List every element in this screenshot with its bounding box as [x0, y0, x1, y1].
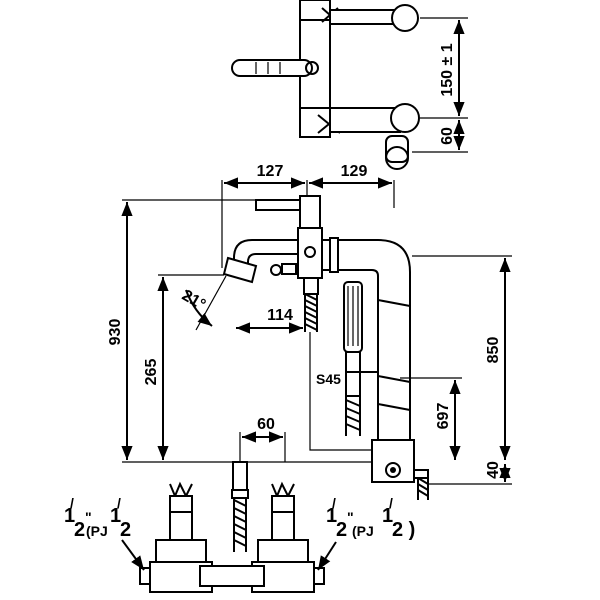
spout-height-value: 265: [143, 359, 160, 386]
column-offset-value: 129: [341, 163, 368, 180]
holder-height-value: 697: [435, 403, 452, 430]
spout-angle-value: 21°: [179, 287, 208, 314]
spout-angle: 21°: [179, 275, 227, 331]
thread-right-inch: ": [347, 509, 354, 525]
thread-label-left: 1 / 2 " (PJ 1 / 2: [64, 495, 145, 571]
thread-left-pj: (PJ: [86, 523, 108, 539]
height-dimensions: 930 265 850 697 40: [107, 199, 512, 485]
pitch-dimension: 150 ± 1: [420, 17, 468, 119]
hose-clearance-value: 114: [267, 307, 293, 324]
thread-right-den-d: 2 ): [392, 519, 415, 541]
wall-offset-dimension: 60: [412, 120, 468, 153]
hand-shower: S45: [309, 281, 378, 451]
front-view: 60: [139, 416, 325, 593]
mixer-body: [222, 195, 323, 332]
spout-reach-value: 127: [257, 163, 284, 180]
thread-right-slash-c: /: [389, 495, 393, 511]
hose-label: S45: [316, 371, 341, 387]
thread-right-pj: (PJ: [352, 523, 374, 539]
thread-right-num-c: 1: [382, 505, 393, 527]
thread-left-slash-c: /: [117, 495, 121, 511]
thread-right-den-b: 2: [336, 519, 347, 541]
thread-left-den-b: 2: [74, 519, 85, 541]
hose-clearance-dimension: 114: [236, 307, 303, 334]
connection-spacing-value: 60: [257, 416, 275, 433]
base-height-value: 40: [485, 461, 502, 479]
thread-left-num-c: 1: [110, 505, 121, 527]
thread-right-slash-a: /: [332, 495, 336, 511]
top-view: [231, 0, 420, 170]
thread-left-inch: ": [85, 509, 92, 525]
thread-left-den-d: 2: [120, 519, 131, 541]
thread-left-slash-a: /: [70, 495, 74, 511]
reach-dimensions: 127 129: [221, 163, 395, 268]
thread-label-right: 1 / 2 " (PJ 1 / 2 ): [317, 495, 415, 571]
column-height-value: 850: [485, 337, 502, 364]
wall-offset-value: 60: [439, 127, 456, 145]
pitch-value: 150 ± 1: [439, 43, 456, 96]
thread-right-num-a: 1: [326, 505, 337, 527]
floor-column: [321, 237, 429, 500]
thread-left-num-a: 1: [64, 505, 75, 527]
total-height-value: 930: [107, 319, 124, 346]
